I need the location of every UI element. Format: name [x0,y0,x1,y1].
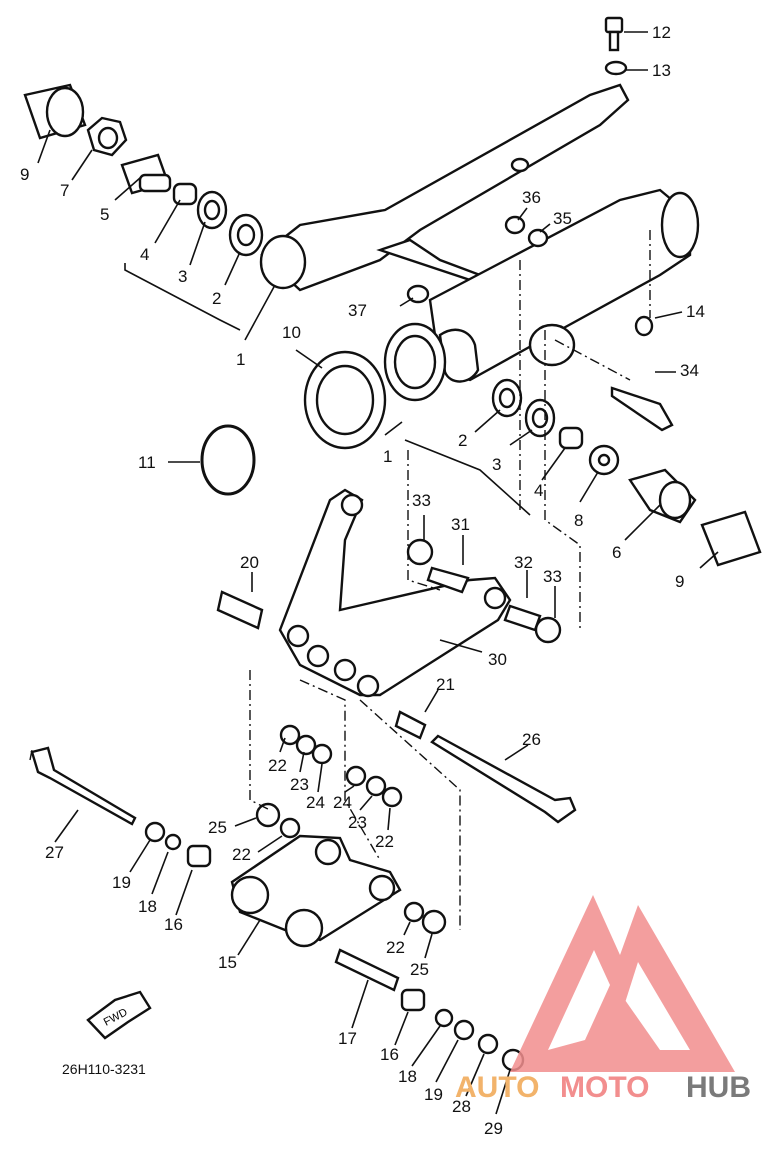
bolt-26 [430,734,577,824]
callout-1-left: 1 [236,350,245,369]
relay-arm [278,488,512,698]
callout-24-a: 24 [306,793,325,812]
circlip [200,424,256,496]
callout-11: 11 [138,453,156,472]
callout-33-lower: 33 [543,567,562,586]
pivot-cap-right [700,510,762,567]
collar-right [558,426,584,450]
callout-4-right: 4 [534,481,543,500]
oil-seal-right [524,398,556,438]
callout-15: 15 [218,953,237,972]
watermark-hub: HUB [686,1071,751,1104]
callout-28: 28 [452,1097,471,1116]
callout-numbers: 12 13 9 7 5 4 3 2 1 36 35 37 14 10 34 2 … [20,23,705,1138]
swingarm [259,83,700,383]
callout-18-b: 18 [398,1067,417,1086]
callout-20: 20 [240,553,259,572]
leader-lines [37,31,719,1115]
callout-6: 6 [612,543,621,562]
callout-4-left: 4 [140,245,149,264]
callout-22-b: 22 [375,832,394,851]
callout-35: 35 [553,209,572,228]
callout-25-b: 25 [410,960,429,979]
callout-33-upper: 33 [412,491,431,510]
callout-22-a: 22 [268,756,287,775]
callout-23-b: 23 [348,813,367,832]
nut-14 [634,315,654,337]
callout-10: 10 [282,323,301,342]
fwd-arrow: FWD [86,990,152,1040]
pivot-nut-left [86,116,128,157]
collar-left [172,182,198,206]
bearing-left [228,213,264,257]
drive-housing-ring [383,322,447,402]
gear-ring [303,350,387,450]
pivot-cap-left [23,83,87,140]
callout-3-right: 3 [492,455,501,474]
callout-22-d: 22 [386,938,405,957]
bolt-12 [604,16,624,52]
callout-34: 34 [680,361,699,380]
lock-washer [588,444,620,476]
diagram-code: 26H110-3231 [62,1061,146,1077]
watermark-auto: AUTO [455,1071,539,1104]
callout-17: 17 [338,1029,357,1048]
bushing-31-33 [406,538,562,644]
washer-13 [604,60,628,76]
callout-19-a: 19 [112,873,131,892]
callout-9-right: 9 [675,572,684,591]
callout-19-b: 19 [424,1085,443,1104]
bearing-right [491,378,523,418]
small-parts-lower [144,724,525,1072]
callout-21: 21 [436,675,455,694]
center-lines [29,230,651,930]
callout-12: 12 [652,23,671,42]
pivot-shaft-right [628,468,697,524]
callout-18-a: 18 [138,897,157,916]
bushing-20 [216,590,264,630]
callout-9-left: 9 [20,165,29,184]
callout-25-a: 25 [208,818,227,837]
callout-5: 5 [100,205,109,224]
callout-8: 8 [574,511,583,530]
callout-16-a: 16 [164,915,183,934]
callout-7: 7 [60,181,69,200]
callout-31: 31 [451,515,470,534]
callout-2-right: 2 [458,431,467,450]
bushing-21 [394,710,427,740]
bolt-34 [610,386,674,432]
callout-36: 36 [522,188,541,207]
callout-23-a: 23 [290,775,309,794]
callout-32: 32 [514,553,533,572]
callout-24-b: 24 [333,793,352,812]
callout-29: 29 [484,1119,503,1138]
watermark-moto: MOTO [560,1071,649,1104]
callout-30: 30 [488,650,507,669]
callout-2-left: 2 [212,289,221,308]
callout-1-right: 1 [383,447,392,466]
callout-26: 26 [522,730,541,749]
callout-16-b: 16 [380,1045,399,1064]
callout-3-left: 3 [178,267,187,286]
callout-37: 37 [348,301,367,320]
callout-27: 27 [45,843,64,862]
connecting-rod [230,834,402,948]
watermark-text: AUTO MOTO HUB [455,1071,751,1104]
oil-seal-left [196,190,228,230]
watermark-logo [510,895,735,1072]
callout-14: 14 [686,302,705,321]
callout-13: 13 [652,61,671,80]
callout-22-c: 22 [232,845,251,864]
bolt-27 [30,746,137,826]
